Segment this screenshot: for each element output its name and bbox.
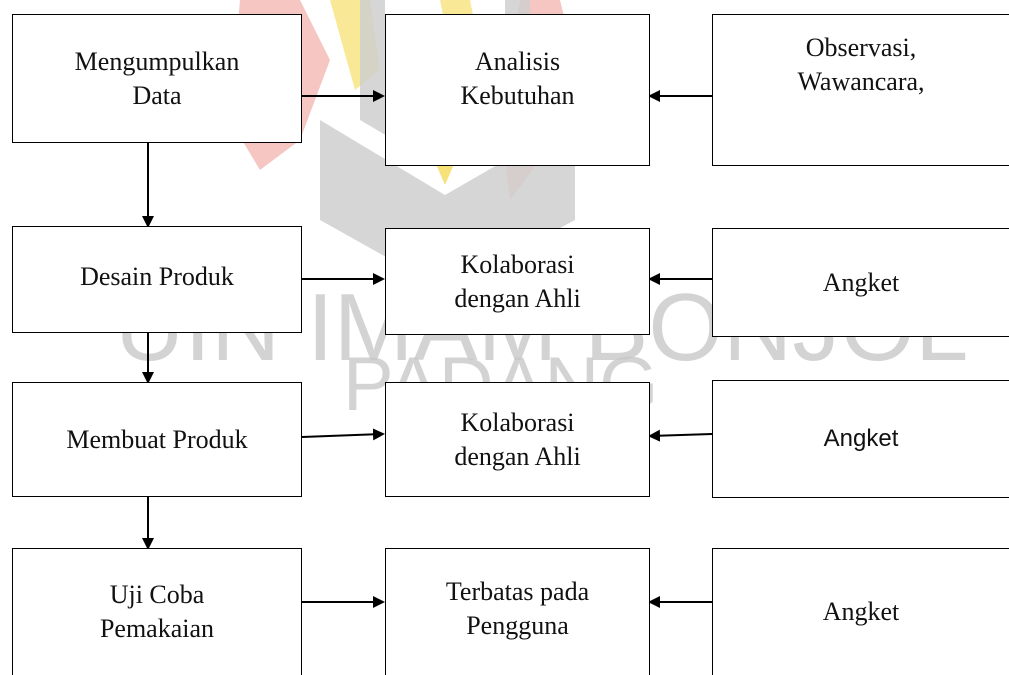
box-collect-data-line1: Mengumpulkan	[74, 46, 240, 76]
box-limited-users-line1: Terbatas pada	[445, 577, 590, 606]
box-make-product: Membuat Produk	[12, 382, 302, 497]
box-data-methods: Observasi, Wawancara,	[712, 14, 1009, 166]
box-expert-collab-1: Kolaborasi dengan Ahli	[385, 228, 650, 335]
box-usage-trial: Uji Coba Pemakaian	[12, 548, 302, 675]
box-product-design-line1: Desain Produk	[80, 262, 234, 291]
box-expert-collab-1-line1: Kolaborasi	[460, 249, 575, 279]
box-survey-1: Angket	[712, 228, 1009, 337]
box-make-product-line1: Membuat Produk	[66, 424, 248, 454]
box-collect-data: Mengumpulkan Data	[12, 14, 302, 143]
box-survey-3-label: Angket	[822, 597, 900, 626]
box-data-methods-line2: Wawancara,	[797, 67, 925, 96]
box-survey-2-label: Angket	[823, 425, 899, 452]
box-collect-data-line2: Data	[132, 80, 182, 110]
box-expert-collab-2-line2: dengan Ahli	[454, 441, 581, 471]
box-survey-1-label: Angket	[822, 267, 900, 297]
box-expert-collab-1-line2: dengan Ahli	[454, 283, 581, 313]
box-limited-users-line2: Pengguna	[466, 611, 569, 640]
box-survey-2: Angket	[712, 380, 1009, 498]
box-needs-analysis: Analisis Kebutuhan	[385, 14, 650, 166]
box-survey-3: Angket	[712, 548, 1009, 675]
arrow-survey2-to-collab	[648, 429, 713, 442]
box-limited-users: Terbatas pada Pengguna	[385, 548, 650, 675]
box-needs-analysis-line1: Analisis	[474, 47, 561, 76]
box-needs-analysis-line2: Kebutuhan	[460, 81, 575, 110]
box-usage-trial-line2: Pemakaian	[99, 614, 215, 643]
box-expert-collab-2: Kolaborasi dengan Ahli	[385, 382, 650, 497]
box-usage-trial-line1: Uji Coba	[109, 580, 205, 609]
box-data-methods-line1: Observasi,	[805, 33, 917, 62]
box-expert-collab-2-line1: Kolaborasi	[460, 407, 575, 437]
box-product-design: Desain Produk	[12, 226, 302, 333]
arrow-make-to-collab	[301, 428, 385, 441]
